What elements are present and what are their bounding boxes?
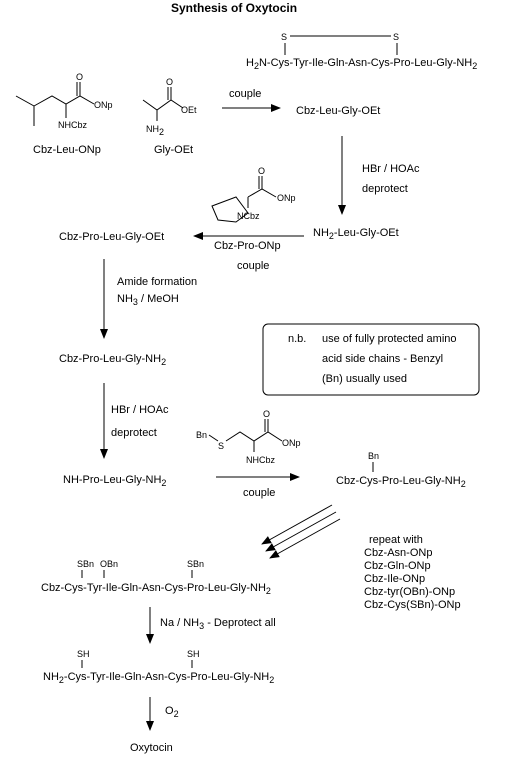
- sbn-right: SBn: [187, 559, 204, 569]
- repeat-arrows: [261, 504, 341, 559]
- cys-onp: ONp: [282, 438, 301, 448]
- protected-chain: Cbz-Cys-Tyr-Ile-Gln-Asn-Cys-Pro-Leu-Gly-…: [41, 582, 271, 596]
- cys-s: S: [218, 441, 224, 451]
- note-line-3: (Bn) usually used: [322, 373, 407, 385]
- nh-pro-leu-gly-nh2: NH-Pro-Leu-Gly-NH2: [63, 474, 166, 488]
- cbz-pro-leu-gly-oet: Cbz-Pro-Leu-Gly-OEt: [59, 231, 164, 243]
- step7-reagent: Na / NH3 - Deprotect all: [160, 617, 276, 631]
- cys-bn: Bn: [196, 430, 207, 440]
- step2-reagent-2: deprotect: [362, 183, 408, 195]
- note-line-1: use of fully protected amino: [322, 333, 457, 345]
- repeat-item-tyr: Cbz-tyr(OBn)-ONp: [364, 586, 455, 598]
- leu-onp-structure: O ONp NHCbz Cbz-Leu-ONp: [15, 72, 113, 156]
- note-line-2: acid side chains - Benzyl: [322, 353, 443, 365]
- gly-oet-structure: O OEt NH2 Gly-OEt: [142, 77, 197, 156]
- disulfide-s-right: S: [393, 32, 399, 42]
- leu-nhcbz: NHCbz: [58, 120, 88, 130]
- repeat-item-asn: Cbz-Asn-ONp: [364, 547, 432, 559]
- pro-ncbz: NCbz: [237, 211, 260, 221]
- step4-reagent-1: Amide formation: [117, 276, 197, 288]
- oxytocin-chain: H2N-Cys-Tyr-Ile-Gln-Asn-Cys-Pro-Leu-Gly-…: [246, 57, 477, 71]
- step8-reagent: O2: [165, 705, 179, 719]
- free-chain: NH2-Cys-Tyr-Ile-Gln-Asn-Cys-Pro-Leu-Gly-…: [43, 671, 274, 685]
- step5-reagent-2: deprotect: [111, 427, 157, 439]
- pro-onp-structure: O ONp NCbz: [211, 166, 296, 223]
- sbn-left: SBn: [77, 559, 94, 569]
- nh2-leu-gly-oet: NH2-Leu-Gly-OEt: [313, 227, 399, 241]
- gly-carbonyl-o: O: [166, 77, 173, 87]
- cbz-cys-pro-leu-gly-nh2: Cbz-Cys-Pro-Leu-Gly-NH2: [336, 475, 466, 489]
- cbz-leu-gly-oet: Cbz-Leu-Gly-OEt: [296, 105, 380, 117]
- step3-reagent-2: couple: [237, 260, 269, 272]
- note-label: n.b.: [288, 333, 306, 345]
- diagram-title: Synthesis of Oxytocin: [171, 1, 297, 15]
- pro-carbonyl-o: O: [258, 166, 265, 176]
- leu-onp: ONp: [94, 100, 113, 110]
- repeat-list: repeat with Cbz-Asn-ONp Cbz-Gln-ONp Cbz-…: [364, 534, 461, 611]
- oxytocin-structure: S S H2N-Cys-Tyr-Ile-Gln-Asn-Cys-Pro-Leu-…: [246, 32, 477, 71]
- cbz-pro-leu-gly-nh2: Cbz-Pro-Leu-Gly-NH2: [59, 353, 166, 367]
- gly-oet-label: Gly-OEt: [154, 144, 193, 156]
- product-bn: Bn: [368, 451, 379, 461]
- repeat-heading: repeat with: [369, 534, 423, 546]
- step3-reagent-1: Cbz-Pro-ONp: [214, 240, 281, 252]
- sh-left: SH: [77, 649, 90, 659]
- step1-reagent: couple: [229, 88, 261, 100]
- gly-oet: OEt: [181, 105, 197, 115]
- disulfide-s-left: S: [281, 32, 287, 42]
- repeat-item-gln: Cbz-Gln-ONp: [364, 560, 431, 572]
- pro-onp: ONp: [277, 193, 296, 203]
- step5-reagent-1: HBr / HOAc: [111, 404, 169, 416]
- sh-right: SH: [187, 649, 200, 659]
- obn: OBn: [100, 559, 118, 569]
- gly-nh2: NH2: [146, 124, 164, 137]
- leu-onp-label: Cbz-Leu-ONp: [33, 144, 101, 156]
- repeat-item-ile: Cbz-Ile-ONp: [364, 573, 425, 585]
- free-peptide: SH SH NH2-Cys-Tyr-Ile-Gln-Asn-Cys-Pro-Le…: [43, 649, 274, 685]
- repeat-item-cys: Cbz-Cys(SBn)-ONp: [364, 599, 461, 611]
- step4-reagent-2: NH3 / MeOH: [117, 293, 179, 307]
- oxytocin-product: Oxytocin: [130, 742, 173, 754]
- note-box: n.b. use of fully protected amino acid s…: [262, 323, 480, 396]
- cys-carbonyl-o: O: [263, 409, 270, 419]
- cys-nhcbz: NHCbz: [246, 455, 276, 465]
- protected-peptide: SBn OBn SBn Cbz-Cys-Tyr-Ile-Gln-Asn-Cys-…: [41, 559, 271, 596]
- cys-onp-structure: Bn S O ONp NHCbz: [196, 409, 301, 465]
- step6-reagent: couple: [243, 487, 275, 499]
- step2-reagent-1: HBr / HOAc: [362, 163, 420, 175]
- leu-carbonyl-o: O: [76, 72, 83, 82]
